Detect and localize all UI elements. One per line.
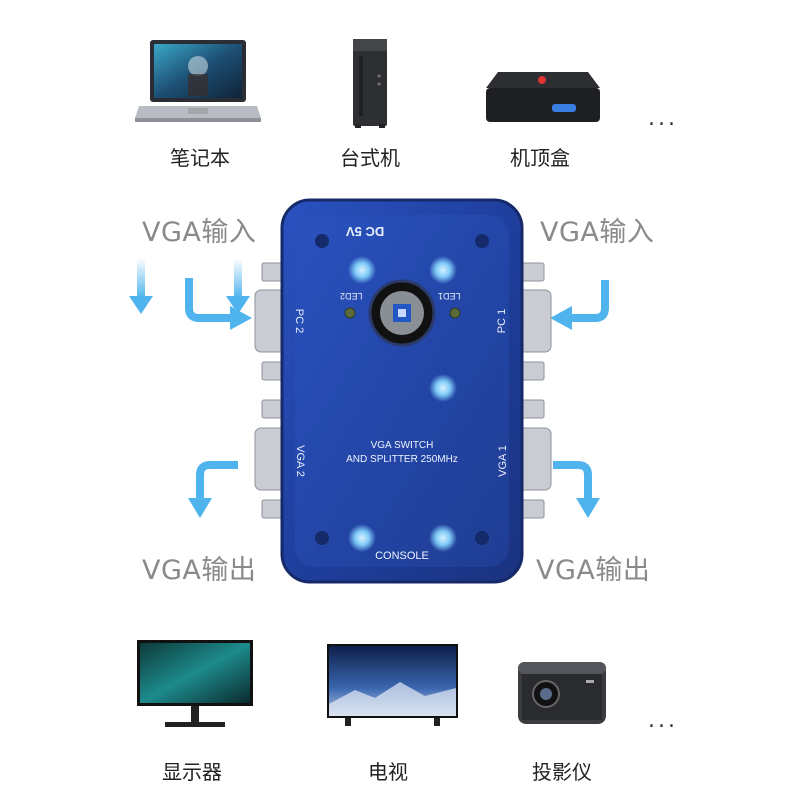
arrow-output-left <box>188 461 238 518</box>
arrow-hook-pc2 <box>185 278 252 330</box>
arrow-down-left-inner <box>226 258 250 314</box>
arrow-output-right <box>553 461 600 518</box>
tv-icon <box>325 642 460 730</box>
output-label-projector: 投影仪 <box>532 760 592 784</box>
set-top-box-icon <box>480 60 605 130</box>
laptop-icon <box>133 36 263 131</box>
arrow-down-left-outer <box>129 258 153 314</box>
console-port-label: CONSOLE <box>375 550 429 562</box>
output-label-monitor: 显示器 <box>162 760 222 784</box>
source-label-desktop: 台式机 <box>340 146 400 170</box>
vga-input-right-label: VGA输入 <box>540 217 655 248</box>
projector-icon <box>512 652 612 732</box>
pc1-port-label: PC 1 <box>496 308 509 334</box>
vga-output-left-label: VGA输出 <box>142 555 257 586</box>
desktop-tower-icon <box>345 36 395 131</box>
output-label-tv: 电视 <box>368 760 408 784</box>
vga-input-left-label: VGA输入 <box>142 217 257 248</box>
power-label: DC 5V <box>346 224 385 239</box>
device-title-line1: VGA SWITCH <box>370 440 434 451</box>
source-label-settop: 机顶盒 <box>510 146 570 170</box>
arrow-hook-pc1 <box>550 280 609 330</box>
led2-label: LED2 <box>340 291 363 301</box>
vga-output-right-label: VGA输出 <box>536 555 651 586</box>
vga1-port-label: VGA 1 <box>496 445 509 477</box>
pc2-port-label: PC 2 <box>293 308 306 334</box>
led1-label: LED1 <box>438 291 461 301</box>
source-label-laptop: 笔记本 <box>170 146 230 170</box>
more-sources-ellipsis: ... <box>648 106 678 131</box>
vga2-port-label: VGA 2 <box>293 445 306 477</box>
more-outputs-ellipsis: ... <box>648 708 678 733</box>
device-title-line2: AND SPLITTER 250MHz <box>346 454 458 465</box>
monitor-icon <box>135 638 255 733</box>
